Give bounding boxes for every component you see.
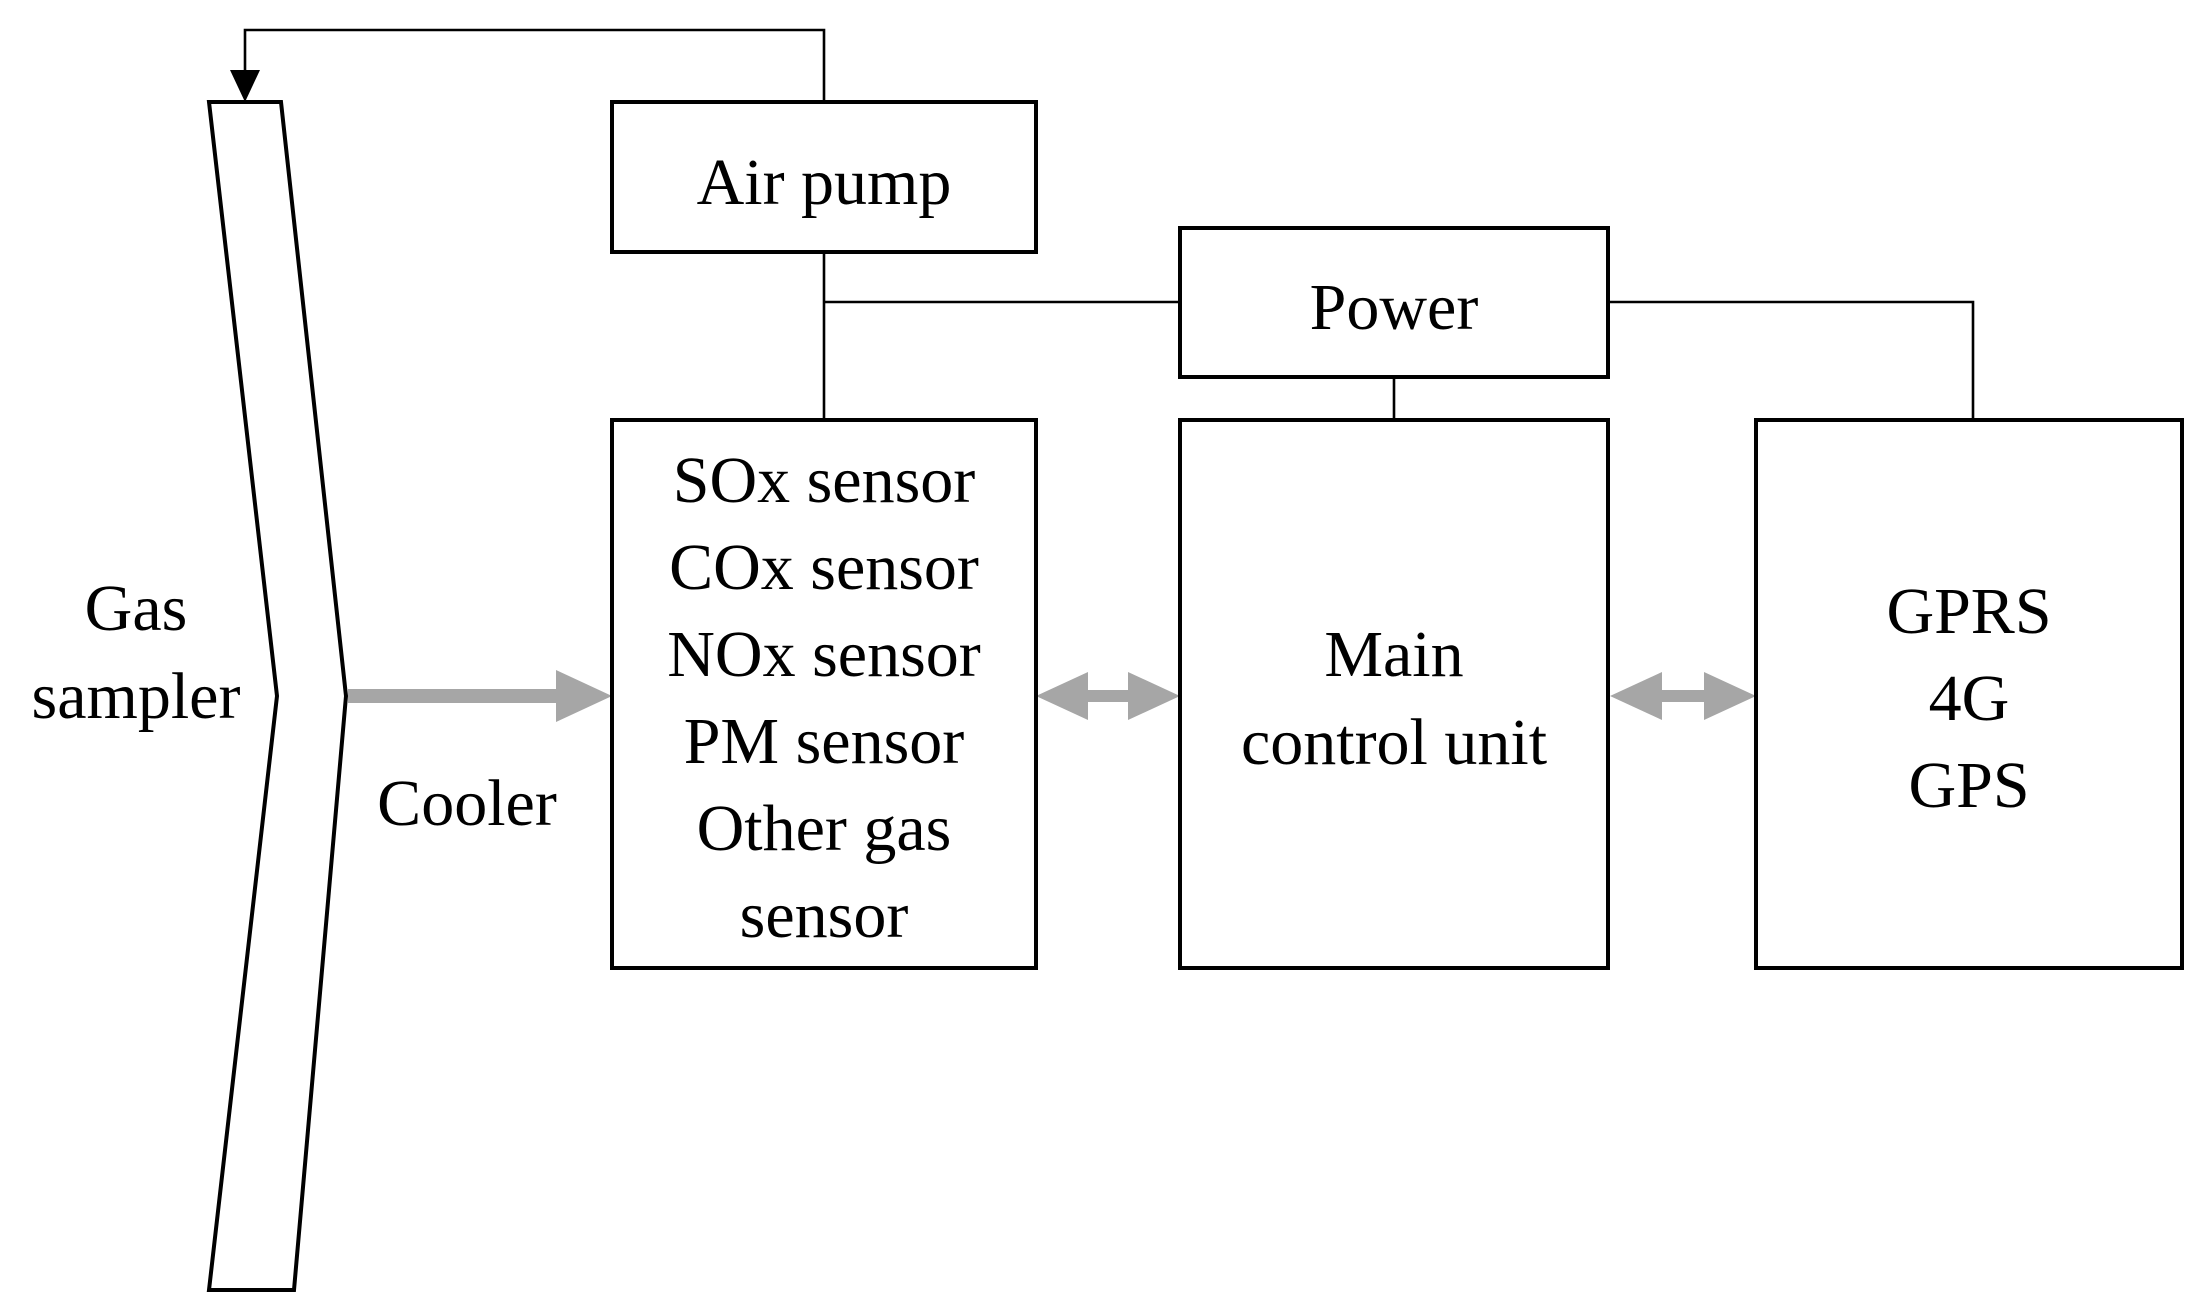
gas-sampler-label-line-1: Gas [85,572,188,645]
gas-sampler-probe [206,100,349,1292]
control-comms-bidirectional-arrow [1610,672,1756,720]
power-label: Power [1310,271,1479,344]
pump-return-line [243,28,826,102]
comms-line-gprs: GPRS [1886,575,2051,648]
pump-return-arrowhead [230,70,260,102]
comms-line-4g: 4G [1929,662,2010,735]
comms-line-gps: GPS [1908,749,2029,822]
sensor-line-sox: SOx sensor [673,444,976,517]
main-control-line-2: control unit [1241,706,1547,779]
air-pump-label: Air pump [697,146,952,219]
sensor-line-nox: NOx sensor [667,618,980,691]
sensor-line-pm: PM sensor [684,705,965,778]
cooler-label: Cooler [377,767,557,840]
main-control-line-1: Main [1324,618,1463,691]
cooler-flow-arrow [348,670,612,722]
sensors-control-bidirectional-arrow [1036,672,1180,720]
sensor-line-other-gas: Other gas [697,792,952,865]
comms-box: GPRS 4G GPS [1754,418,2184,970]
gas-sampler-label-line-2: sampler [32,660,241,733]
sensor-line-cox: COx sensor [669,531,979,604]
power-box: Power [1178,226,1610,379]
main-control-unit-box: Main control unit [1178,418,1610,970]
sensor-box: SOx sensor COx sensor NOx sensor PM sens… [610,418,1038,970]
air-pump-box: Air pump [610,100,1038,254]
sensor-line-sensor: sensor [740,879,909,952]
power-to-comms-wire [1608,300,1975,420]
